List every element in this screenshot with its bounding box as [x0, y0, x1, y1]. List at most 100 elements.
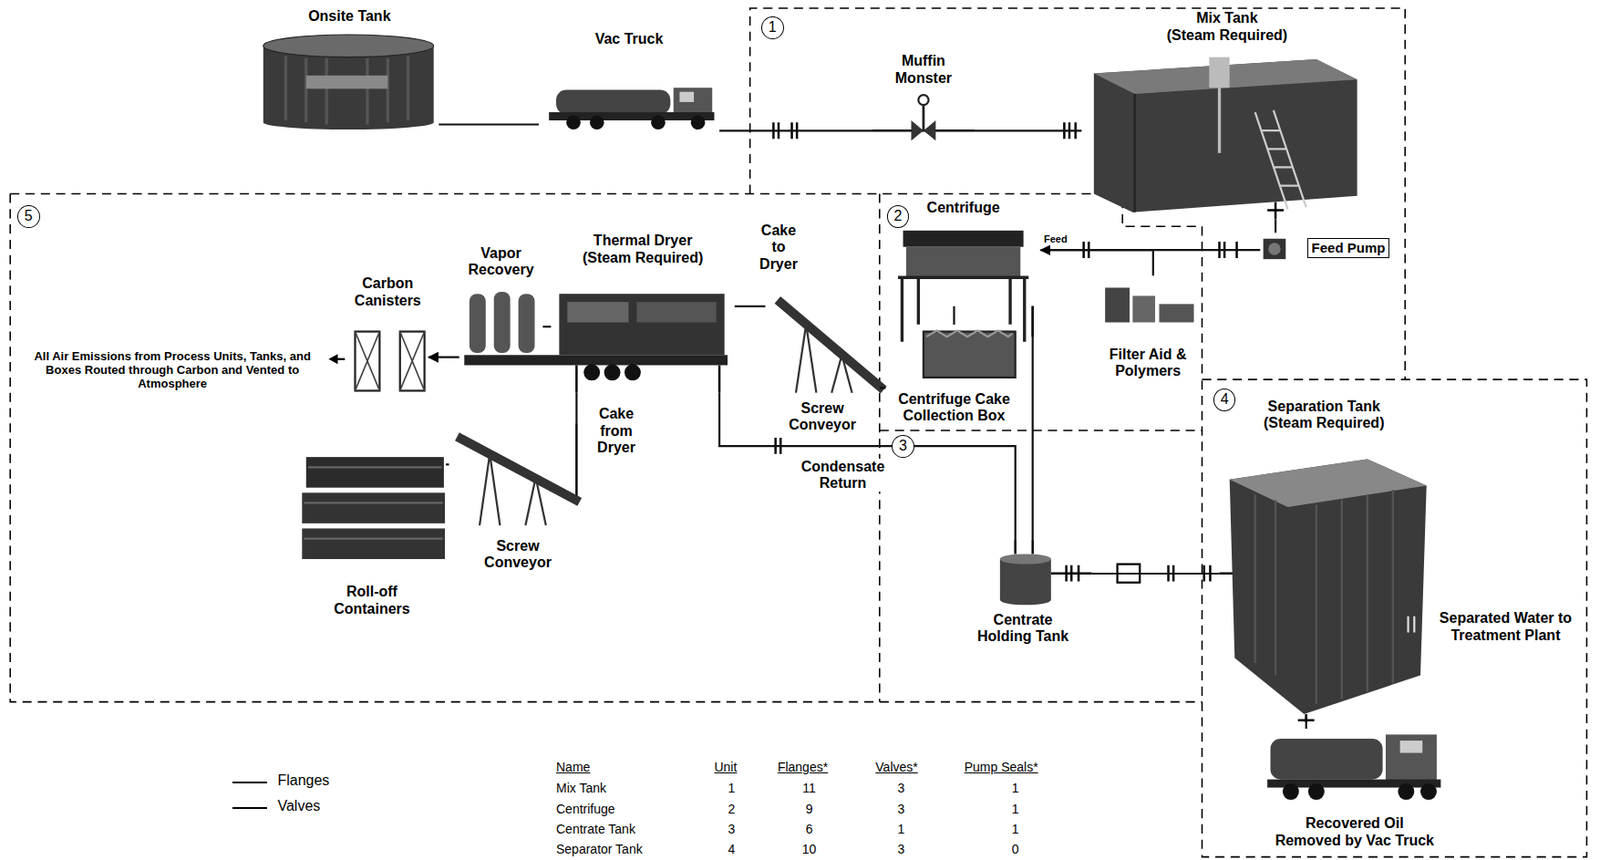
pipe-connector	[575, 392, 578, 424]
screw-conveyor	[456, 436, 579, 503]
equipment-node: Carbon Canisters	[347, 275, 430, 403]
equipment-label: Recovered Oil Removed by Vac Truck	[1271, 815, 1438, 849]
region-boundary	[10, 8, 1587, 857]
equipment-label: (Steam Required)	[1166, 27, 1288, 44]
table-cell: Centrifuge	[556, 801, 700, 816]
note-label: Separated Water to Treatment Plant	[1426, 609, 1585, 644]
roll-off-container	[306, 456, 444, 488]
region-boundary	[1201, 379, 1587, 857]
centrate-holding-tank	[1000, 594, 1052, 605]
separation-tank	[1229, 458, 1427, 507]
label-stack: Feed Pump	[1259, 232, 1390, 264]
table-cell: 4	[713, 841, 749, 857]
centrifuge	[898, 230, 1029, 342]
label-stack: Vapor Recovery	[459, 245, 544, 279]
label-stack: Vac Truck	[538, 30, 720, 48]
equipment-label: Separation Tank	[1268, 398, 1381, 415]
mix-tank	[1218, 87, 1221, 154]
label-stack: Mix Tank(Steam Required)	[1081, 10, 1373, 44]
pipe-connector	[1092, 572, 1220, 575]
table-cell: Separator Tank	[556, 841, 700, 857]
pipe-flange	[576, 364, 720, 497]
thermal-dryer	[624, 363, 641, 381]
separation-tank	[1255, 489, 1394, 704]
region-boundary	[10, 194, 1202, 702]
table-cell: 1	[969, 780, 1062, 795]
label-stack: Centrifuge Cake Collection Box	[886, 391, 1023, 425]
label-stack: Centrate Holding Tank	[954, 611, 1093, 646]
callout-number: 5	[17, 205, 41, 228]
equipment-label: Centrifuge Cake Collection Box	[890, 391, 1019, 425]
table-cell: 1	[713, 780, 749, 795]
pipe-connector	[734, 305, 766, 308]
onsite-tank	[306, 75, 389, 90]
equipment-label: Carbon Canisters	[347, 275, 428, 310]
pipe-connector	[445, 463, 449, 465]
pipe-connector	[879, 386, 887, 389]
legend-text: Valves	[277, 797, 320, 815]
legend-line-sample	[232, 806, 268, 809]
label-stack: Roll-off Containers	[298, 583, 446, 618]
equipment-label: Onsite Tank	[308, 8, 391, 25]
equipment-label: Muffin Monster	[887, 52, 960, 87]
table-cell: 1	[969, 801, 1062, 816]
equipment-node: Feed Pump	[1259, 232, 1390, 264]
screw-conveyor	[795, 324, 853, 393]
muffin-monster-grinder	[922, 104, 926, 131]
feed-pump	[1263, 238, 1287, 259]
callout-number: 2	[887, 205, 910, 228]
equipment-label: Roll-off Containers	[326, 583, 418, 618]
cake-collection-box	[923, 330, 1016, 377]
table-header: Unit	[713, 759, 755, 775]
equipment-node: Recovered Oil Removed by Vac Truck	[1259, 728, 1449, 849]
table-cell: 3	[875, 841, 927, 857]
thermal-dryer	[583, 363, 600, 381]
onsite-tank	[263, 34, 434, 130]
feed-pump	[1268, 242, 1280, 255]
roll-off-container	[304, 466, 444, 538]
feed-pump	[1263, 238, 1287, 259]
equipment-node: Vapor Recovery	[459, 245, 544, 373]
roll-off-container	[301, 492, 445, 524]
pipe-connector	[438, 123, 539, 125]
label-stack: Centrifuge	[886, 199, 1042, 217]
equipment-node: Roll-off Containers	[298, 448, 446, 618]
table-cell: 10	[784, 841, 836, 857]
mix-tank	[1208, 57, 1229, 89]
table-header: Name	[556, 759, 700, 775]
vac-truck	[566, 114, 581, 130]
equipment-node: Screw Conveyor	[448, 423, 587, 571]
region-boundary	[878, 194, 881, 702]
equipment-label: Screw Conveyor	[481, 537, 555, 572]
pipe-connector	[719, 129, 873, 132]
vac-truck	[556, 89, 671, 114]
recovered-oil-truck	[1267, 733, 1441, 800]
mix-tank	[1133, 93, 1136, 213]
label-stack: Recovered Oil Removed by Vac Truck	[1259, 815, 1449, 849]
screw-conveyor	[479, 454, 547, 526]
separation-tank	[1229, 458, 1427, 714]
vac-truck	[650, 114, 666, 130]
pipe-flange	[576, 122, 1314, 723]
vac-truck	[589, 114, 605, 130]
onsite-tank	[263, 34, 434, 58]
label-stack: Thermal Dryer(Steam Required)	[550, 232, 734, 267]
table-cell: 9	[784, 801, 836, 816]
pipe-connector	[952, 306, 955, 325]
centrifuge	[903, 230, 1024, 248]
filter-aid-bags	[1104, 287, 1130, 322]
label-stack: Muffin Monster	[872, 52, 975, 87]
label-stack: Separation Tank(Steam Required)	[1219, 398, 1429, 433]
centrifuge	[906, 247, 1021, 279]
pipe-flange	[1051, 565, 1093, 582]
callout-number: 4	[1213, 388, 1237, 412]
mix-tank	[1094, 57, 1358, 213]
equipment-node: Centrifuge	[886, 199, 1042, 306]
equipment-label: Centrifuge	[927, 199, 1001, 217]
onsite-tank	[285, 56, 408, 125]
equipment-label: Vapor Recovery	[461, 245, 542, 279]
recovered-oil-truck	[1385, 733, 1437, 781]
equipment-node: Thermal Dryer(Steam Required)	[550, 232, 734, 393]
cake-collection-box	[926, 330, 1012, 337]
